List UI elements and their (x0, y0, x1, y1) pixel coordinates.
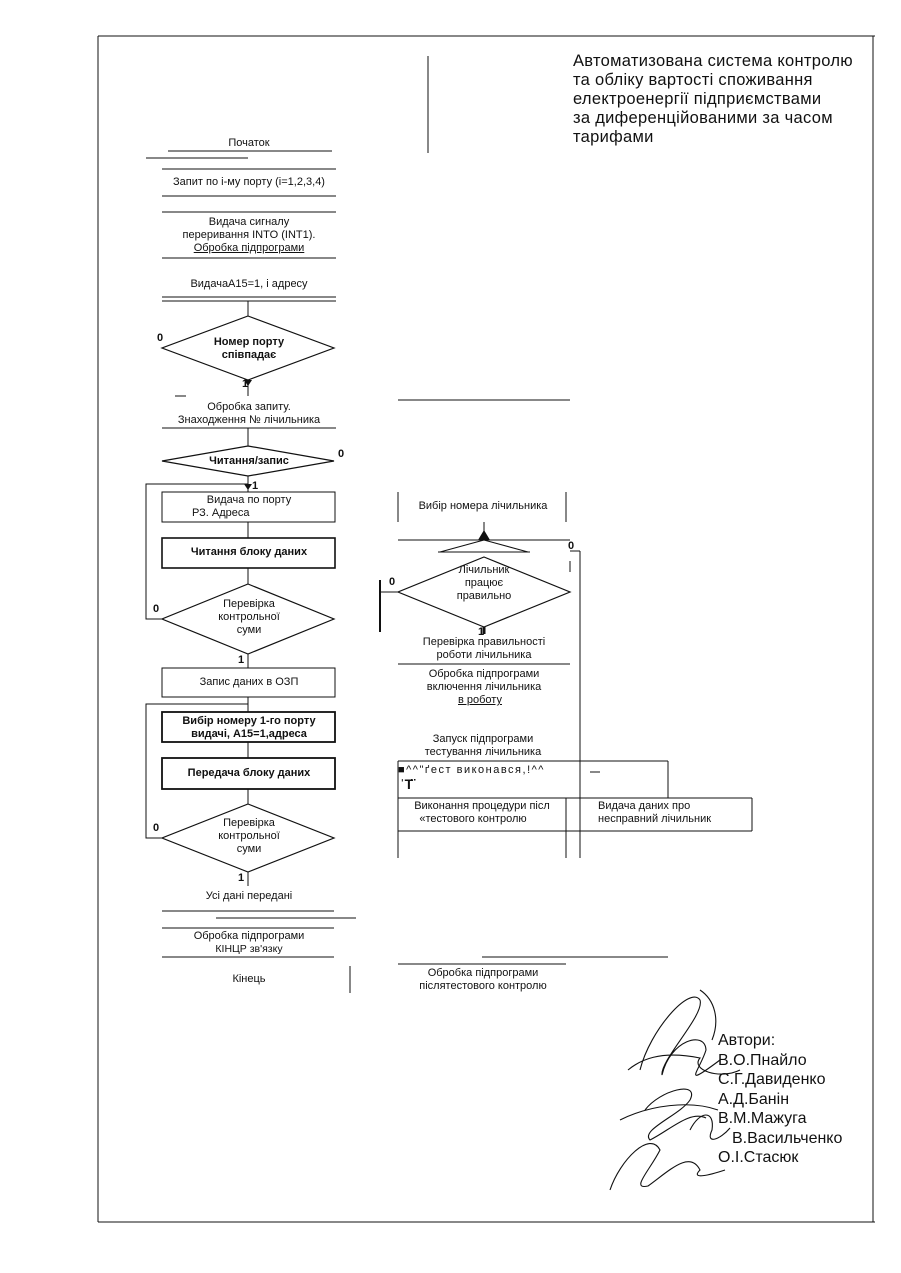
decision-meter-line-1: Лічильник (398, 564, 570, 577)
meter-check-line-1: Перевірка правильності (398, 636, 570, 649)
author-name: С.Г.Давиденко (718, 1070, 842, 1090)
send-block-box: Передача блоку даних (162, 767, 336, 780)
checksum1-line-2: контрольної (162, 611, 336, 624)
request-line-1: Обробка запиту. (162, 401, 336, 414)
author-name: А.Д.Банін (718, 1090, 842, 1110)
title-line: Автоматизована система контролю (573, 52, 866, 71)
meter-enable-line-1: Обробка підпрограми (398, 668, 570, 681)
label-zero: 0 (155, 332, 165, 345)
checksum1-line-3: суми (162, 624, 336, 637)
p3-line-2: РЗ. Адреса (162, 507, 336, 520)
addr-output-box: ВидачаА15=1, і адресу (162, 278, 336, 291)
label-zero: 0 (336, 448, 346, 461)
post-test-proc-line-1: Виконання процедури післ (398, 800, 566, 813)
title-line: електроенергії підприємствами (573, 90, 866, 109)
checksum2-line-2: контрольної (162, 830, 336, 843)
author-name: О.І.Стасюк (718, 1148, 842, 1168)
checksum2-line-1: Перевірка (162, 817, 336, 830)
meter-check-line-2: роботи лічильника (398, 649, 570, 662)
author-name: В.М.Мажуга (718, 1109, 842, 1129)
page-title: Автоматизована система контролю та облік… (573, 52, 866, 147)
interrupt-line-2: переривання INTO (INT1). (162, 229, 336, 242)
meter-enable-line-3: в роботу (398, 694, 562, 707)
all-sent-label: Усі дані передані (162, 890, 336, 903)
title-line: тарифами (573, 128, 866, 147)
meter-enable-line-2: включення лічильника (398, 681, 570, 694)
read-block-box: Читання блоку даних (162, 546, 336, 559)
label-one: 1 (250, 480, 260, 493)
faulty-meter-line-1: Видача даних про (598, 800, 690, 813)
end-sub-line-1: Обробка підпрограми (162, 930, 336, 943)
port-query-box: Запит по і-му порту (і=1,2,3,4) (162, 176, 336, 189)
authors-block: Автори: В.О.Пнайло С.Г.Давиденко А.Д.Бан… (718, 1031, 842, 1168)
title-line: та обліку вартості споживання (573, 71, 866, 90)
p3-line-1: Видача по порту (162, 494, 336, 507)
label-one: 1 (236, 654, 246, 667)
start-label: Початок (162, 137, 336, 150)
request-line-2: Знаходження № лічильника (162, 414, 336, 427)
label-one: 1 (240, 378, 250, 391)
decision-rw: Читання/запис (162, 455, 336, 468)
test-start-line-2: тестування лічильника (398, 746, 568, 759)
end-label: Кінець (162, 973, 336, 986)
decision-meter-line-3: правильно (398, 590, 570, 603)
end-sub-line-2: КІНЦР зв'язку (162, 943, 336, 956)
faulty-meter-line-2: несправний лічильник (598, 813, 711, 826)
post-test-proc-line-2: «тестового контролю (398, 813, 548, 826)
write-ram-box: Запис даних в ОЗП (162, 676, 336, 689)
post-test-sub-line-2: післятестового контролю (398, 980, 568, 993)
meter-select-box: Вибір номера лічильника (398, 500, 568, 513)
label-zero: 0 (151, 822, 161, 835)
decision-port-line-2: співпадає (162, 349, 336, 362)
test-start-line-1: Запуск підпрограми (398, 733, 568, 746)
decision-port-line-1: Номер порту (162, 336, 336, 349)
author-name: В.Васильченко (718, 1129, 842, 1149)
checksum1-line-1: Перевірка (162, 598, 336, 611)
authors-heading: Автори: (718, 1031, 842, 1051)
decision-meter-line-2: працює (398, 577, 570, 590)
select-port-line-2: видачі, А15=1,адреса (162, 728, 336, 741)
label-zero: 0 (151, 603, 161, 616)
post-test-sub-line-1: Обробка підпрограми (398, 967, 568, 980)
test-done-glyph: ˈΤ̈ (400, 778, 413, 791)
checksum2-line-3: суми (162, 843, 336, 856)
label-one: 1 (236, 872, 246, 885)
interrupt-line-3: Обробка підпрограми (162, 242, 336, 255)
author-name: В.О.Пнайло (718, 1051, 842, 1071)
test-done-label: ■^^"ґест виконався,!^^ (398, 764, 545, 777)
select-port-line-1: Вибір номеру 1-го порту (162, 715, 336, 728)
interrupt-line-1: Видача сигналу (162, 216, 336, 229)
label-zero: 0 (566, 540, 576, 553)
title-line: за диференційованими за часом (573, 109, 866, 128)
label-zero: 0 (387, 576, 397, 589)
